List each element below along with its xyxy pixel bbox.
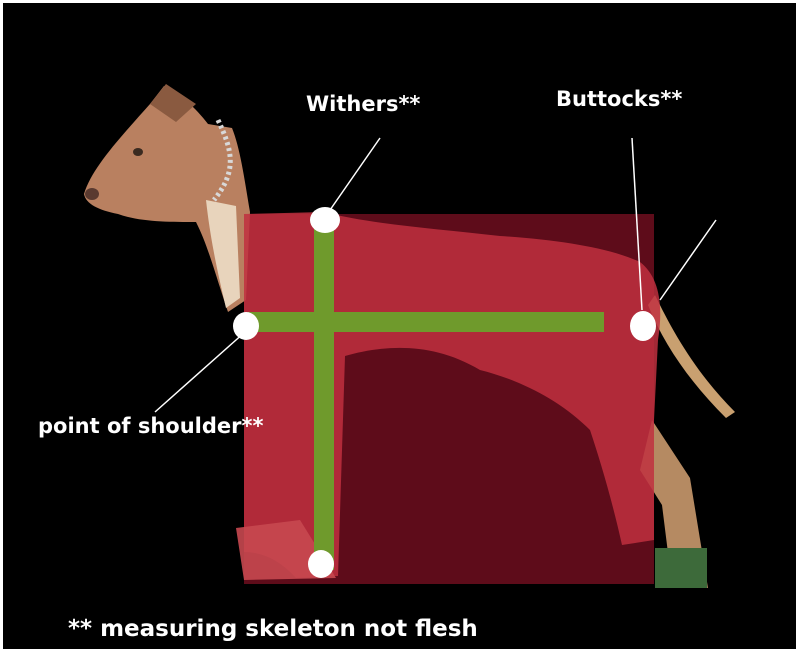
footnote-label: ** measuring skeleton not flesh [68,618,478,641]
dog-eye [133,148,143,156]
withers-label: Withers** [306,94,420,115]
height-measure-bar [314,218,334,570]
withers-marker [310,207,340,233]
buttocks-label: Buttocks** [556,89,682,110]
grass-patch [655,548,707,588]
ground-marker [308,550,334,578]
dog-nose [85,188,99,200]
buttocks-marker [630,311,656,341]
length-measure-bar [248,312,604,332]
point-of-shoulder-label: point of shoulder** [38,416,263,437]
shoulder-marker [233,312,259,340]
